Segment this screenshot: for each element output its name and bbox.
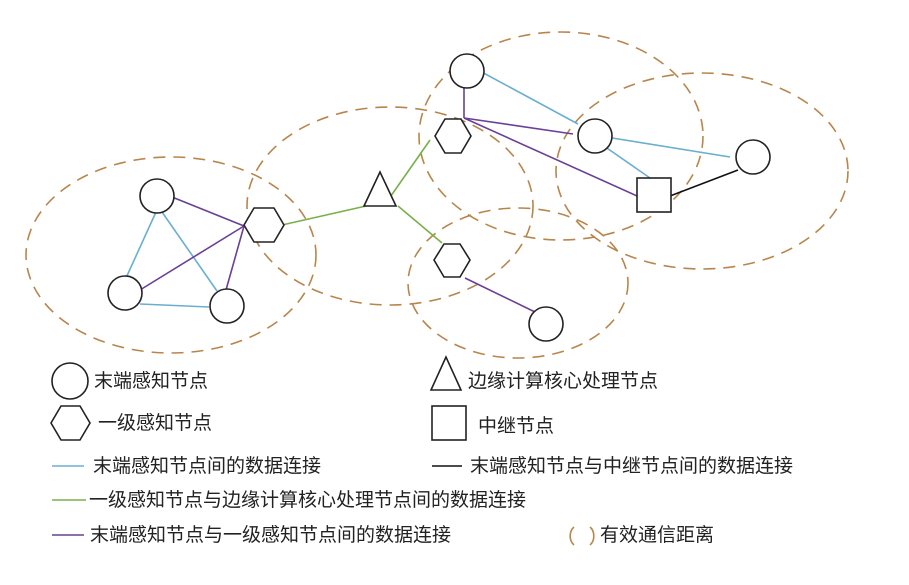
relay-node	[636, 177, 672, 213]
legend-square-icon	[431, 405, 467, 441]
range-ellipse-bottom	[407, 207, 629, 359]
terminal-node	[449, 53, 485, 89]
terminal-link	[125, 211, 157, 279]
terminal-relay-link	[669, 169, 739, 197]
edge-core-node	[362, 170, 398, 207]
terminal-link	[603, 145, 651, 179]
primary-node	[433, 243, 471, 278]
terminal-node	[577, 118, 613, 154]
terminal-link	[605, 136, 731, 158]
terminal-node	[139, 178, 175, 214]
legend-edge-core-node-label: 边缘计算核心处理节点	[468, 370, 659, 392]
legend-hexagon-icon	[50, 405, 91, 441]
range-ellipse-top	[418, 31, 704, 241]
legend-symbols	[50, 355, 595, 546]
terminal-primary-link	[463, 117, 574, 135]
legend-triangle-icon	[429, 355, 463, 391]
terminal-node	[107, 275, 143, 311]
terminal-primary-link	[225, 225, 245, 291]
legend-circle-icon	[51, 362, 89, 400]
legend-primary-edge-link-label: 一级感知节点与边缘计算核心处理节点间的数据连接	[89, 489, 527, 511]
terminal-primary-link	[463, 117, 638, 197]
legend-range-label: 有效通信距离	[600, 524, 715, 546]
primary-edge-link	[281, 205, 367, 226]
legend-terminal-node-label: 末端感知节点	[94, 370, 209, 392]
range-ellipse-center	[246, 106, 534, 306]
terminal-node	[209, 288, 245, 324]
terminal-primary-link	[464, 277, 536, 313]
terminal-node	[735, 139, 771, 175]
terminal-link	[477, 69, 579, 125]
primary-edge-link	[385, 139, 431, 204]
range-ellipse-left	[25, 156, 317, 354]
legend-relay-node-label: 中继节点	[478, 415, 555, 437]
primary-node	[434, 118, 472, 154]
terminal-link	[161, 211, 218, 292]
legend-terminal-primary-link-label: 末端感知节点与一级感知节点间的数据连接	[90, 524, 452, 546]
terminal-node	[528, 306, 564, 342]
range-ellipse-right	[555, 72, 849, 270]
legend-terminal-relay-link-label: 末端感知节点与中继节点间的数据连接	[470, 455, 794, 477]
primary-edge-link	[397, 205, 443, 244]
terminal-link	[139, 303, 210, 308]
legend-terminal-link-label: 末端感知节点间的数据连接	[93, 455, 322, 477]
primary-node	[243, 207, 285, 243]
legend-range-icon	[569, 526, 595, 546]
terminal-primary-link	[139, 225, 245, 291]
legend-primary-node-label: 一级感知节点	[98, 412, 213, 434]
terminal-primary-link	[171, 196, 245, 227]
